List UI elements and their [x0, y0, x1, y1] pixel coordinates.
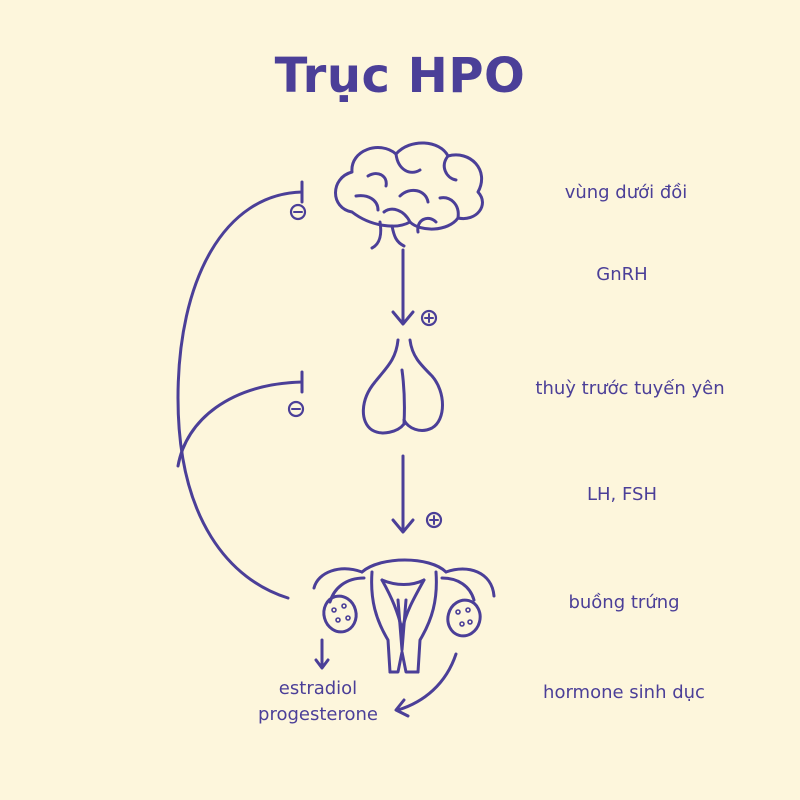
label-ovary: buồng trứng — [568, 592, 680, 613]
gnrh-arrow — [391, 248, 438, 327]
product-progesterone: progesterone — [258, 704, 378, 725]
label-pituitary: thuỳ trước tuyến yên — [535, 378, 725, 399]
brain-icon — [334, 141, 484, 250]
products-text: estradiol progesterone — [258, 676, 378, 728]
lh-fsh-arrow — [391, 454, 443, 534]
label-lh-fsh: LH, FSH — [586, 484, 658, 505]
diagram-title: Trục HPO — [274, 48, 526, 104]
uterus-ovary-icon — [312, 558, 496, 674]
feedback-hypothalamus — [176, 180, 307, 600]
product-estradiol: estradiol — [278, 678, 358, 699]
label-sex-hormones: hormone sinh dục — [543, 682, 705, 703]
pituitary-icon — [361, 338, 444, 435]
hormone-arrow — [394, 652, 458, 718]
estradiol-arrow — [314, 638, 330, 670]
label-hypothalamus: vùng dưới đồi — [564, 182, 688, 203]
label-gnrh: GnRH — [596, 264, 648, 285]
feedback-pituitary — [176, 370, 305, 468]
